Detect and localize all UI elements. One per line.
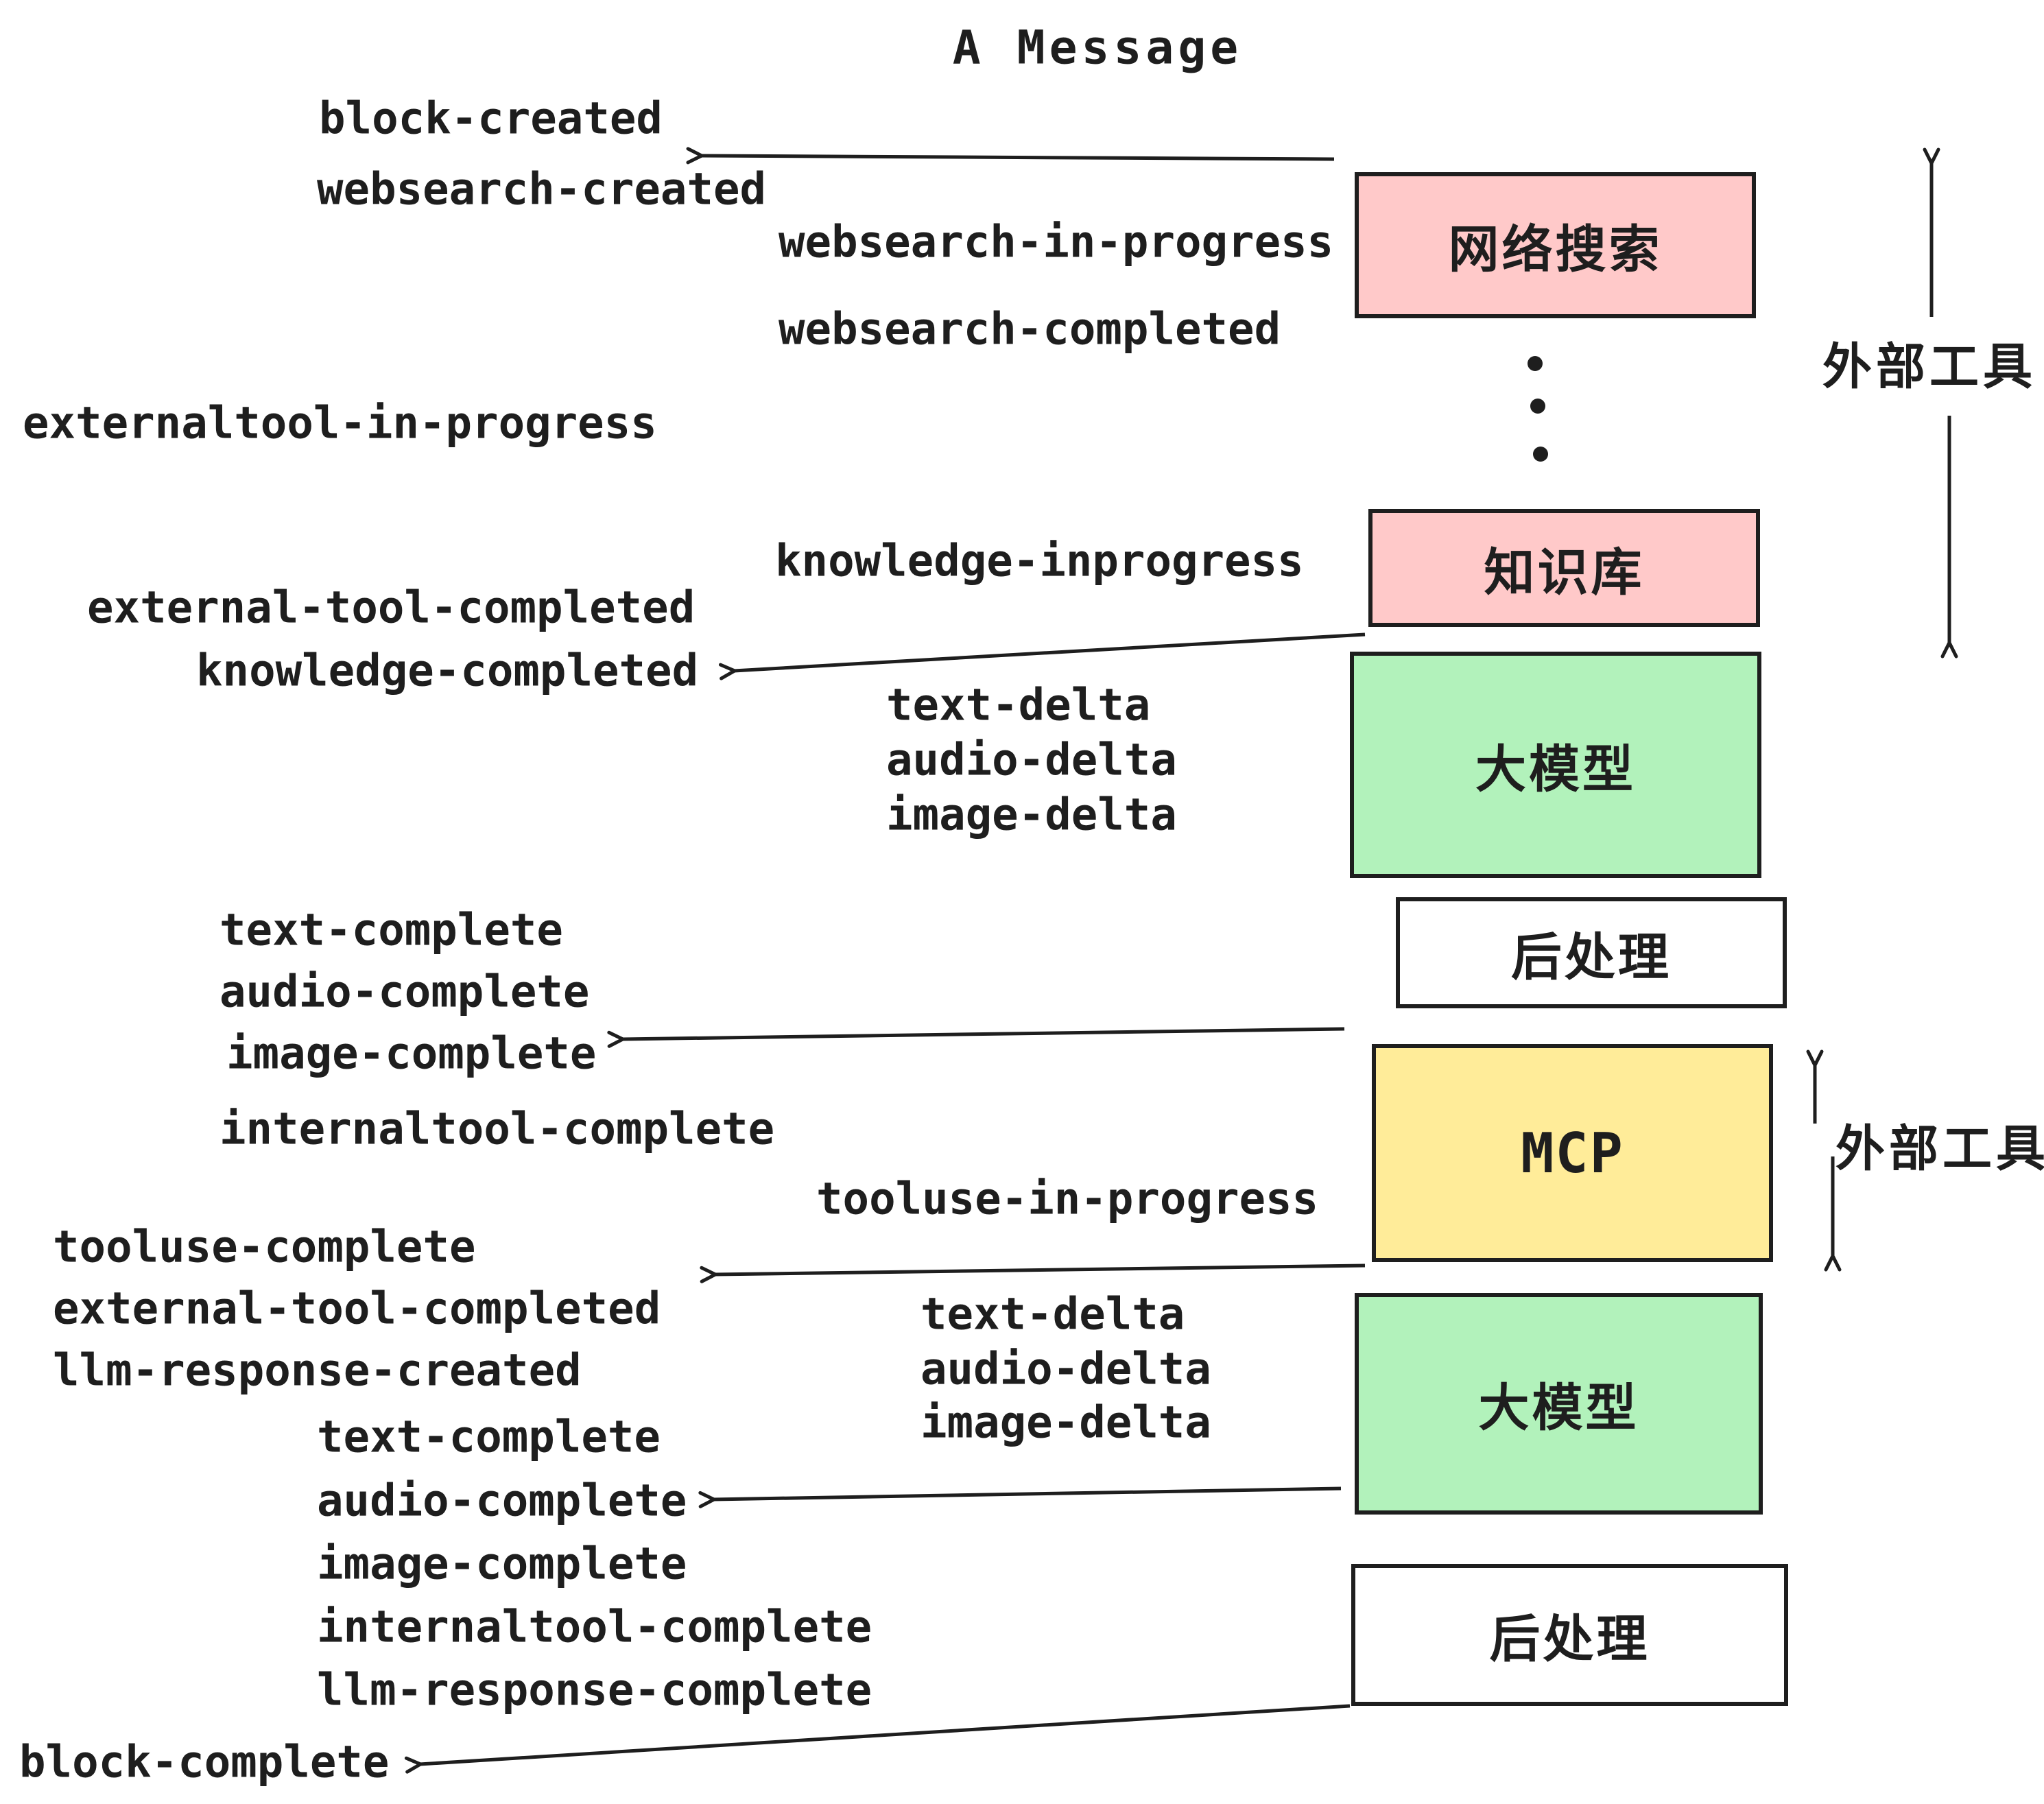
arrow-websearch-to-created	[701, 156, 1335, 159]
event-text-complete-2: text-complete	[317, 1412, 661, 1463]
event-knowledge-completed: knowledge-completed	[196, 645, 699, 697]
box-web-search: 网络搜索	[1355, 172, 1756, 318]
arrow-postprocess-to-complete	[622, 1027, 1345, 1039]
event-image-complete-2: image-complete	[317, 1539, 687, 1590]
event-tooluse-complete: tooluse-complete	[53, 1222, 476, 1273]
event-audio-complete-1: audio-complete	[219, 966, 590, 1018]
box-web-search-label: 网络搜索	[1448, 220, 1663, 279]
arrow-knowledge-to-completed	[734, 632, 1366, 671]
arrow-llm2-to-complete	[713, 1486, 1342, 1499]
event-externaltool-in-progress: externaltool-in-progress	[23, 398, 657, 449]
event-knowledge-inprogress: knowledge-inprogress	[775, 536, 1304, 587]
event-block-created: block-created	[319, 93, 663, 145]
event-block-complete: block-complete	[19, 1737, 390, 1788]
event-internaltool-complete-1: internaltool-complete	[219, 1104, 775, 1155]
box-llm-1: 大模型	[1350, 652, 1761, 878]
box-knowledge-base: 知识库	[1368, 509, 1760, 627]
event-audio-delta-1: audio-delta	[886, 735, 1177, 786]
event-external-tool-completed-1: external-tool-completed	[87, 582, 696, 634]
box-llm-2: 大模型	[1355, 1293, 1763, 1515]
box-post-process-1: 后处理	[1396, 897, 1787, 1008]
event-llm-response-created: llm-response-created	[53, 1345, 582, 1397]
arrow-mcp-to-tooluse-complete	[715, 1263, 1366, 1274]
event-tooluse-in-progress: tooluse-in-progress	[816, 1174, 1319, 1225]
box-knowledge-base-label: 知识库	[1484, 543, 1645, 602]
event-image-complete-1: image-complete	[226, 1028, 597, 1080]
event-text-delta-2: text-delta	[920, 1289, 1185, 1340]
ellipsis-dots	[1528, 356, 1548, 462]
event-image-delta-1: image-delta	[886, 790, 1177, 841]
event-image-delta-2: image-delta	[920, 1397, 1211, 1449]
external-tools-mid-label: 外部工具	[1835, 1119, 2044, 1178]
box-mcp-label: MCP	[1521, 1121, 1624, 1185]
event-audio-complete-2: audio-complete	[317, 1475, 687, 1527]
event-internaltool-complete-2: internaltool-complete	[317, 1602, 872, 1653]
event-llm-response-complete: llm-response-complete	[317, 1665, 872, 1716]
event-audio-delta-2: audio-delta	[920, 1344, 1211, 1395]
event-text-complete-1: text-complete	[219, 905, 563, 956]
diagram-title: A Message	[952, 21, 1243, 75]
event-websearch-completed: websearch-completed	[779, 304, 1281, 355]
box-mcp: MCP	[1372, 1044, 1773, 1262]
box-llm-1-label: 大模型	[1475, 739, 1636, 799]
box-post-process-1-label: 后处理	[1511, 927, 1672, 987]
external-tools-top-label: 外部工具	[1822, 337, 2037, 396]
box-llm-2-label: 大模型	[1478, 1379, 1639, 1438]
event-text-delta-1: text-delta	[886, 680, 1151, 731]
event-websearch-in-progress: websearch-in-progress	[779, 217, 1334, 268]
box-post-process-2-label: 后处理	[1489, 1610, 1650, 1669]
event-external-tool-completed-2: external-tool-completed	[53, 1283, 661, 1335]
event-websearch-created: websearch-created	[317, 164, 767, 215]
box-post-process-2: 后处理	[1351, 1564, 1788, 1706]
